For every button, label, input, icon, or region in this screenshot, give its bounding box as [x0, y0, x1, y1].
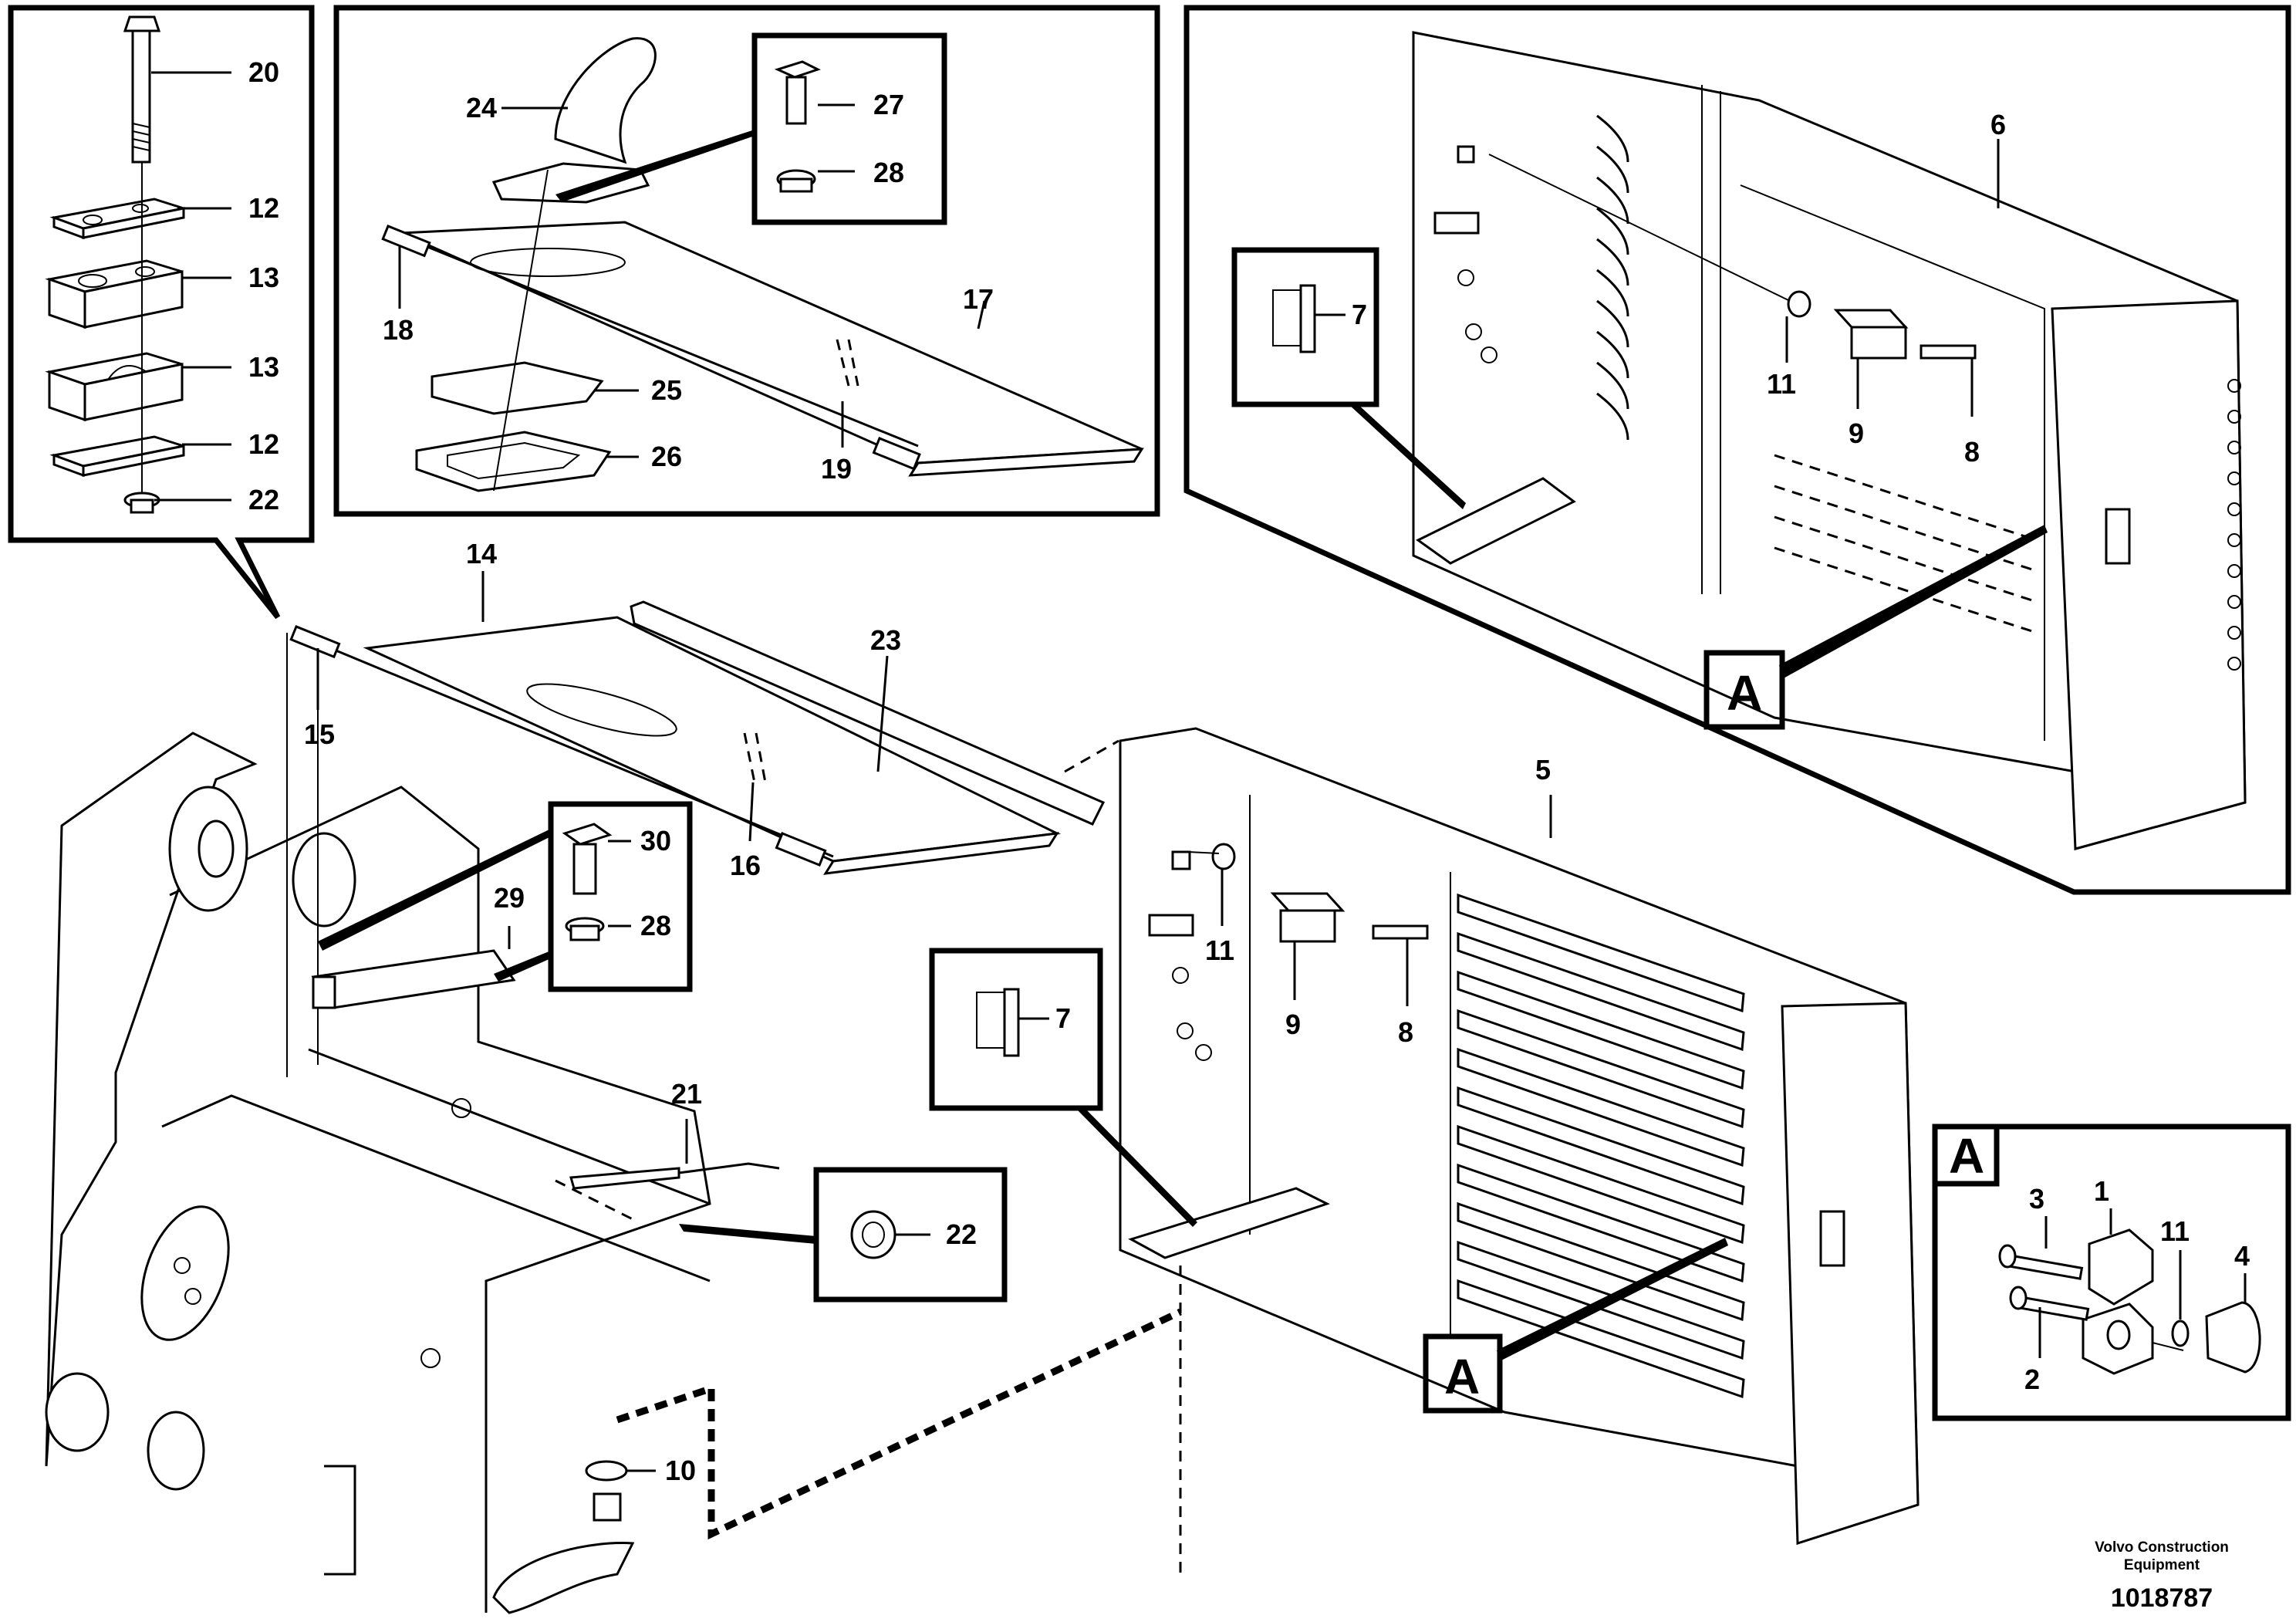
callout-8-main: 8 [1398, 1016, 1413, 1048]
callout-17: 17 [963, 283, 994, 315]
door-louvres [1457, 893, 1745, 1399]
inset-bolt-stack: 20 12 13 13 12 22 [8, 5, 315, 620]
gasket-25-drawing [430, 361, 604, 415]
publisher-line-1: Volvo Construction [2095, 1539, 2229, 1556]
callout-29: 29 [494, 882, 525, 914]
detail-a-latch: A 3 1 11 4 2 [1932, 1124, 2291, 1421]
callout-8-inset: 8 [1964, 436, 1980, 468]
callout-25: 25 [651, 374, 682, 406]
main-assembly: 10 [45, 538, 1920, 1614]
callout-2: 2 [2024, 1363, 2040, 1395]
bolt-20-drawing [123, 15, 161, 164]
callout-13-lower: 13 [248, 351, 279, 383]
detail-marker-a-inset: A [1727, 665, 1762, 721]
callout-1: 1 [2094, 1175, 2109, 1207]
callout-9-inset: 9 [1849, 417, 1864, 449]
publisher-line-2: Equipment [2123, 1556, 2200, 1573]
callout-6: 6 [1990, 109, 2006, 140]
callout-23: 23 [870, 624, 901, 656]
callout-7-main: 7 [1055, 1002, 1071, 1034]
callout-18: 18 [383, 314, 414, 346]
nut-22-drawing [123, 492, 160, 514]
callout-13-upper: 13 [248, 262, 279, 293]
document-number: 1018787 [2110, 1583, 2213, 1613]
callout-28-upper: 28 [873, 157, 904, 188]
gasket-26-drawing [415, 431, 612, 492]
boot-24-drawing [554, 37, 657, 164]
callout-12-upper: 12 [248, 192, 279, 224]
callout-21: 21 [671, 1078, 702, 1110]
callout-20: 20 [248, 56, 279, 88]
callout-10: 10 [665, 1455, 696, 1486]
callout-11-inset: 11 [1767, 368, 1796, 400]
clamp-block-13-upper [45, 259, 184, 329]
callout-4: 4 [2234, 1240, 2250, 1272]
clamp-block-13-lower [45, 352, 184, 422]
callout-24: 24 [466, 92, 497, 123]
detail-a-title: A [1949, 1128, 1984, 1184]
callout-11-detail: 11 [2160, 1215, 2190, 1247]
callout-26: 26 [651, 441, 682, 472]
seal-strip-23-drawing [630, 600, 1106, 826]
callout-5: 5 [1535, 754, 1551, 786]
callout-12-lower: 12 [248, 428, 279, 460]
callout-28-lower: 28 [640, 910, 671, 941]
callout-3: 3 [2029, 1183, 2044, 1215]
callout-30: 30 [640, 825, 671, 857]
callout-9-main: 9 [1285, 1009, 1301, 1040]
plate-17-drawing [400, 221, 1143, 465]
callout-11-main: 11 [1205, 934, 1234, 966]
latch-1-drawing [2088, 1228, 2154, 1306]
knob-4-drawing [2205, 1301, 2261, 1374]
inset-cover-plate: 27 28 24 18 17 25 26 19 [333, 5, 1160, 517]
callout-7-inset: 7 [1352, 299, 1367, 330]
callout-15: 15 [304, 718, 335, 750]
callout-16: 16 [730, 850, 761, 881]
detail-marker-a-main: A [1444, 1349, 1480, 1404]
callout-22-upper: 22 [248, 484, 279, 515]
inset-door-panel: 7 6 11 9 8 A [1183, 5, 2291, 895]
callout-22-lower: 22 [946, 1218, 977, 1250]
cable-21-drawing [569, 1167, 680, 1190]
callout-14: 14 [466, 538, 497, 569]
callout-19: 19 [821, 453, 852, 485]
publisher-credit: Volvo Construction Equipment [2046, 1539, 2277, 1575]
callout-27: 27 [873, 89, 904, 120]
